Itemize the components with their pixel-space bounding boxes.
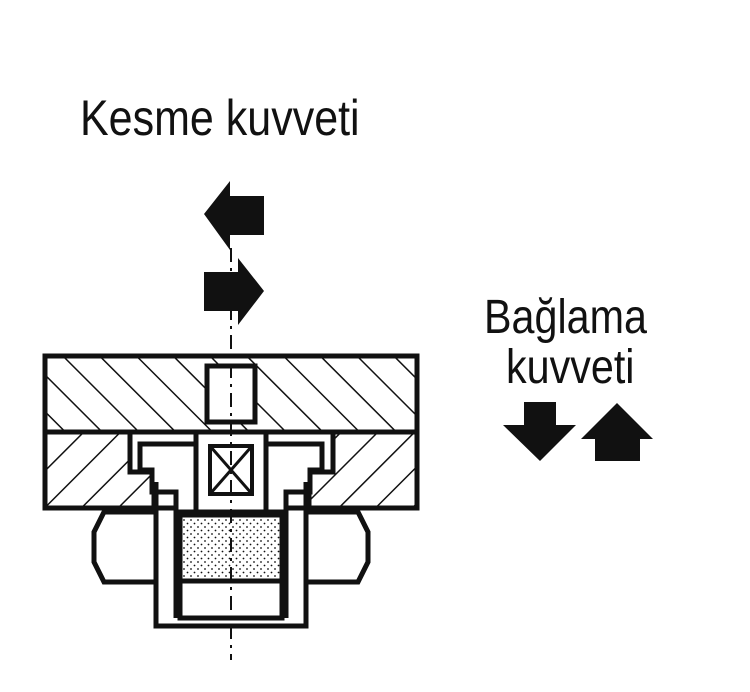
clamping-force-label-line1: Bağlama <box>484 291 647 344</box>
arrow-right-icon <box>204 258 264 325</box>
clamping-force-label-line2: kuvveti <box>506 341 635 394</box>
arrow-down-icon <box>503 402 576 461</box>
arrow-up-icon <box>581 403 653 461</box>
arrow-left-icon <box>204 181 264 250</box>
shear-force-label: Kesme kuvveti <box>80 90 360 146</box>
